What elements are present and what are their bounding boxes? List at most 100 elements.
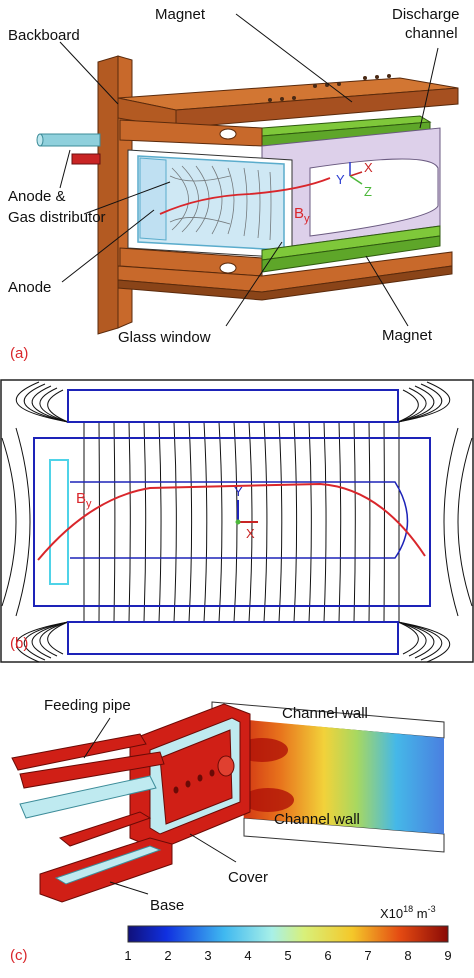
label-anode: Anode [8,279,51,296]
field-line [293,421,298,623]
label-channel-wall-top: Channel wall [282,705,368,722]
field-line [443,427,459,617]
field-line [113,421,116,623]
field-line [143,421,147,623]
thruster-3d-drawing: Y X Z By Magnet Discharge channel Backbo… [8,6,460,362]
top-plate-side [175,87,459,129]
field-line [15,381,69,423]
anode-plate [139,157,167,241]
axis-x-label: X [364,160,373,175]
field-line [308,421,312,623]
density-svg: Feeding pipe Channel wall Channel wall C… [10,697,452,964]
field-line [397,381,451,423]
field-line [263,421,268,623]
colorbar-unit: X1018 m-3 [380,904,436,921]
label-cover: Cover [228,869,268,886]
field-line [31,621,69,659]
label-magnet-bottom: Magnet [382,327,433,344]
panel-b-field-plot: By Y X (b) [0,378,474,666]
colorbar-tick-label: 2 [164,948,171,963]
label-feeding-pipe: Feeding pipe [44,697,131,714]
channel-inner-curve [309,158,439,237]
field-line [397,621,443,661]
by-curve-3d [159,177,331,215]
label-discharge-2: channel [405,25,458,42]
field-line [457,437,473,607]
label-magnet-top: Magnet [155,6,206,23]
magnet-bottom-2d [67,621,399,655]
colorbar-tick-label: 1 [124,948,131,963]
gas-pipe-end [36,133,44,147]
channel-outline-2d [33,437,431,607]
field-line [158,421,162,623]
field-line [353,421,356,623]
field-line [397,621,451,663]
field-line [39,621,69,657]
field-line [397,621,419,655]
feeding-pipe-2 [19,751,165,789]
field-line [1,437,17,607]
field-line [397,621,435,659]
field-line [368,421,371,623]
colorbar-tick-label: 4 [244,948,251,963]
axis-line-z [349,175,363,185]
axis-y-label: Y [336,172,345,187]
magnet-bottom-front [261,235,441,273]
field-line [397,383,443,423]
bottom-plate-under [117,265,453,301]
field-line [15,621,69,663]
colorbar-tick-label: 7 [364,948,371,963]
field-line [39,387,69,423]
axis-origin-2d [235,519,241,525]
field-line [203,421,208,623]
label-base: Base [150,897,184,914]
field-line [47,621,69,655]
feeding-pipe-1 [11,733,147,771]
colorbar-tick-label: 9 [444,948,451,963]
field-line [397,385,435,423]
cover-holes [173,769,215,794]
field-line [31,385,69,423]
cover-boss [217,755,235,777]
leader-lines-a [59,13,439,327]
gas-pipe-cyan [39,133,101,147]
field-line [397,621,427,657]
field-line [188,421,193,623]
label-glass-window: Glass window [118,329,211,346]
colorbar-tick-label: 8 [404,948,411,963]
label-anode-gas-1: Anode & [8,188,66,205]
field-line [218,421,223,623]
field-line [397,389,419,423]
label-backboard: Backboard [8,27,80,44]
field-line [278,421,283,623]
base-rail [58,811,152,847]
magnet-top-2d [67,389,399,423]
slot-bottom [219,262,237,274]
colorbar-tick-label: 5 [284,948,291,963]
axis-y-label-2d: Y [234,484,243,499]
panel-c-tag: (c) [10,947,28,964]
pole-top [119,119,263,147]
field-line [338,421,342,623]
channel-inner-2d [70,481,409,559]
label-channel-wall-bottom: Channel wall [274,811,360,828]
colorbar [127,925,449,943]
slot-top [219,128,237,140]
base-inner [54,845,162,885]
field-line [23,621,69,661]
backboard [97,55,119,335]
axis-line-x [349,171,363,177]
density-hotspot-bottom [242,788,294,812]
panel-a-3d-thruster: Y X Z By Magnet Discharge channel Backbo… [0,0,474,372]
panel-b-tag: (b) [10,635,28,652]
label-discharge-1: Discharge [392,6,460,23]
field-line [323,421,327,623]
field-line [173,421,177,623]
field-lines-2d [1,381,473,663]
field-line [397,387,427,423]
field-line [15,427,31,617]
field-line [23,383,69,423]
label-anode-gas-2: Gas distributor [8,209,106,226]
cover-plate [159,729,233,825]
colorbar-tick-label: 6 [324,948,331,963]
